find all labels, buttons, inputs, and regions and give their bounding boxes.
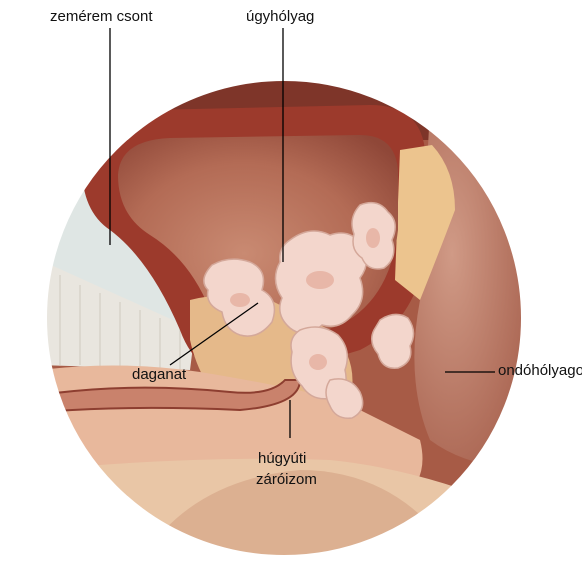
label-pubic-bone: zemérem csont <box>50 8 153 26</box>
label-bladder: úgyhólyag <box>246 8 314 26</box>
label-tumor: daganat <box>132 366 186 384</box>
label-sphincter-line1: húgyúti <box>258 450 306 468</box>
label-sphincter-line2: záróizom <box>256 471 317 489</box>
label-seminal-vesicles: ondóhólyagok <box>498 362 582 380</box>
